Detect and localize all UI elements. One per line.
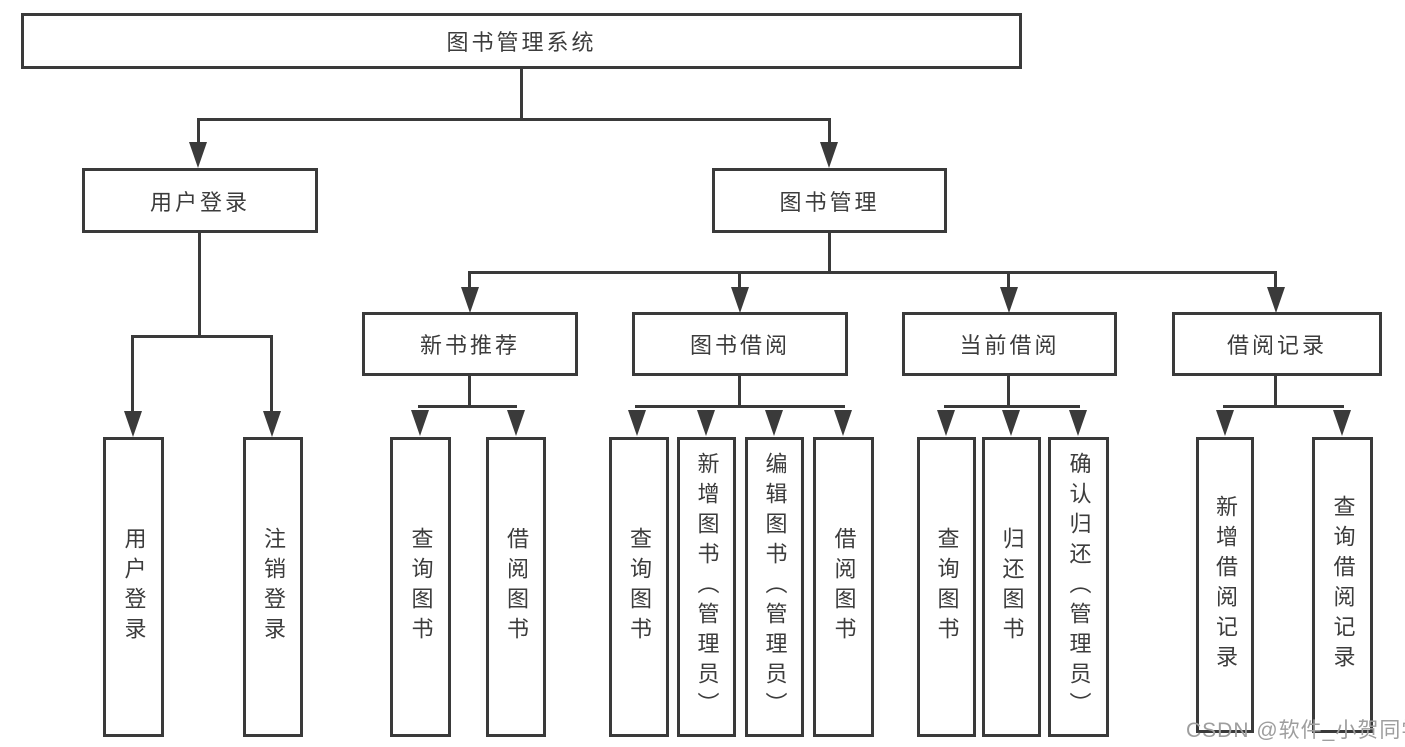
leaf-label: 用户登录 bbox=[121, 527, 147, 647]
connector-root-stem bbox=[520, 68, 523, 118]
leaf-label: 借阅图书 bbox=[831, 527, 857, 647]
arrowhead-user-login bbox=[189, 142, 207, 168]
arrowhead-leaf bbox=[124, 411, 142, 437]
node-label: 图书管理系统 bbox=[446, 30, 597, 55]
arrowhead-leaf bbox=[697, 410, 715, 436]
arrowhead-leaf bbox=[507, 410, 525, 436]
leaf-current-query-books: 查询图书 bbox=[917, 437, 976, 737]
arrowhead-leaf bbox=[1069, 410, 1087, 436]
connector-bus bbox=[1223, 405, 1344, 408]
node-borrow-records: 借阅记录 bbox=[1172, 312, 1382, 376]
leaf-add-borrow-record: 新增借阅记录 bbox=[1196, 437, 1254, 733]
leaf-recommend-borrow-books: 借阅图书 bbox=[486, 437, 546, 737]
node-label: 图书管理 bbox=[779, 189, 880, 215]
leaf-user-login: 用户登录 bbox=[103, 437, 164, 737]
connector-level2-bus bbox=[197, 118, 831, 121]
leaf-borrow-books: 借阅图书 bbox=[813, 437, 874, 737]
leaf-query-borrow-record: 查询借阅记录 bbox=[1312, 437, 1373, 733]
leaf-label: 编辑图书（管理员） bbox=[762, 452, 788, 722]
leaf-logout: 注销登录 bbox=[243, 437, 303, 737]
leaf-label: 借阅图书 bbox=[504, 527, 529, 647]
arrowhead-leaf bbox=[834, 410, 852, 436]
connector-user-login-drop bbox=[197, 118, 200, 146]
leaf-borrow-query-books: 查询图书 bbox=[609, 437, 669, 737]
node-label: 图书借阅 bbox=[689, 333, 790, 358]
leaf-edit-books-admin: 编辑图书（管理员） bbox=[745, 437, 804, 737]
arrowhead-borrow-records bbox=[1267, 287, 1285, 313]
node-user-login: 用户登录 bbox=[82, 168, 318, 233]
connector-stem bbox=[1274, 376, 1277, 407]
leaf-label: 查询借阅记录 bbox=[1330, 495, 1356, 675]
node-label: 用户登录 bbox=[149, 189, 250, 215]
arrowhead-new-book bbox=[461, 287, 479, 313]
connector-stem bbox=[468, 376, 471, 407]
arrowhead-leaf bbox=[765, 410, 783, 436]
connector-level3-drop bbox=[1007, 271, 1010, 289]
arrowhead-leaf bbox=[263, 411, 281, 437]
arrowhead-leaf bbox=[1002, 410, 1020, 436]
connector-bus bbox=[635, 405, 845, 408]
node-label: 新书推荐 bbox=[419, 333, 520, 358]
arrowhead-book-mgmt bbox=[820, 142, 838, 168]
leaf-label: 查询图书 bbox=[934, 527, 960, 647]
connector-user-login-stem bbox=[198, 233, 201, 335]
node-book-borrow: 图书借阅 bbox=[632, 312, 848, 376]
connector-level3-drop bbox=[1274, 271, 1277, 289]
connector-level3-bus bbox=[468, 271, 1277, 274]
arrowhead-current-borrow bbox=[1000, 287, 1018, 313]
arrowhead-leaf bbox=[937, 410, 955, 436]
leaf-add-books-admin: 新增图书（管理员） bbox=[677, 437, 736, 737]
node-current-borrow: 当前借阅 bbox=[902, 312, 1117, 376]
connector-stem bbox=[1007, 376, 1010, 407]
connector-leaf-drop bbox=[131, 335, 134, 413]
leaf-label: 查询图书 bbox=[408, 527, 434, 647]
leaf-label: 新增借阅记录 bbox=[1213, 495, 1238, 675]
node-book-management: 图书管理 bbox=[712, 168, 947, 233]
leaf-label: 查询图书 bbox=[627, 527, 652, 647]
leaf-label: 确认归还（管理员） bbox=[1066, 452, 1092, 722]
arrowhead-leaf bbox=[1216, 410, 1234, 436]
node-label: 当前借阅 bbox=[959, 333, 1060, 358]
leaf-label: 归还图书 bbox=[999, 527, 1025, 647]
connector-level3-drop bbox=[468, 271, 471, 289]
arrowhead-book-borrow bbox=[731, 287, 749, 313]
leaf-confirm-return-admin: 确认归还（管理员） bbox=[1048, 437, 1109, 737]
arrowhead-leaf bbox=[628, 410, 646, 436]
connector-leaf-drop bbox=[270, 335, 273, 413]
connector-stem bbox=[738, 376, 741, 407]
connector-book-mgmt-stem bbox=[828, 233, 831, 274]
connector-book-mgmt-drop bbox=[828, 118, 831, 146]
arrowhead-leaf bbox=[1333, 410, 1351, 436]
node-label: 借阅记录 bbox=[1226, 333, 1327, 358]
connector-bus bbox=[944, 405, 1080, 408]
leaf-return-books: 归还图书 bbox=[982, 437, 1041, 737]
node-new-book-recommend: 新书推荐 bbox=[362, 312, 578, 376]
leaf-label: 注销登录 bbox=[261, 527, 286, 647]
connector-bus bbox=[418, 405, 517, 408]
watermark-text: CSDN @软件_小贺同学 bbox=[1186, 719, 1405, 742]
node-library-management-system: 图书管理系统 bbox=[21, 13, 1022, 69]
arrowhead-leaf bbox=[411, 410, 429, 436]
connector-user-login-bus bbox=[131, 335, 272, 338]
leaf-label: 新增图书（管理员） bbox=[694, 452, 720, 722]
leaf-recommend-query-books: 查询图书 bbox=[390, 437, 451, 737]
connector-level3-drop bbox=[738, 271, 741, 289]
